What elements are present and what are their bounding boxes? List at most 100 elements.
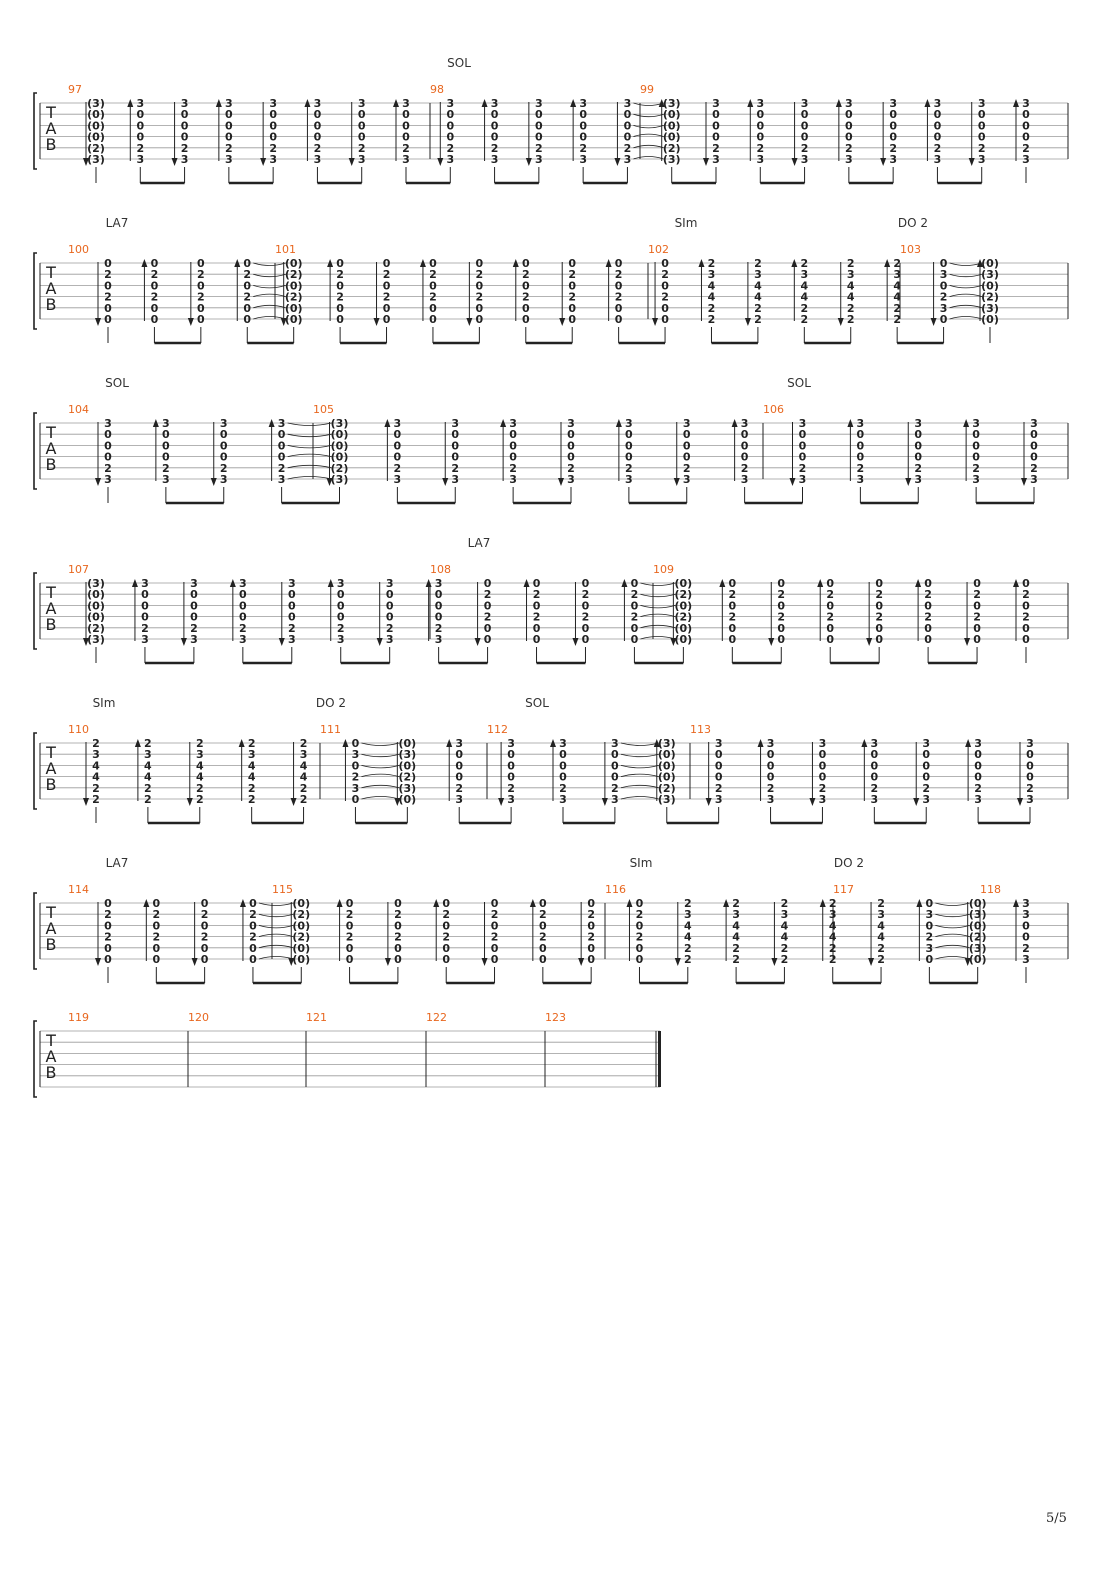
- fret-number: 2: [144, 793, 152, 806]
- fret-number: 2: [144, 782, 152, 795]
- fret-number: 0: [631, 599, 639, 612]
- fret-number: 2: [141, 622, 149, 635]
- fret-number: 0: [579, 131, 587, 144]
- fret-number: 2: [190, 622, 198, 635]
- downstroke-arrow: [210, 478, 217, 486]
- fret-number: 2: [1030, 462, 1038, 475]
- fret-number: 0: [484, 622, 492, 635]
- fret-number: 4: [196, 759, 204, 772]
- fret-number: 2: [800, 257, 808, 270]
- downstroke-arrow: [373, 318, 380, 326]
- fret-number: 2: [92, 782, 100, 795]
- measure-number: 104: [68, 403, 89, 416]
- chord-name: DO 2: [316, 696, 346, 710]
- fret-number: 0: [871, 748, 879, 761]
- fret-number: 0: [336, 257, 344, 270]
- fret-number: 2: [152, 931, 160, 944]
- tie-arc: [620, 742, 659, 746]
- tab-clef-letter: A: [46, 1047, 57, 1066]
- fret-number: 0: [924, 599, 932, 612]
- fret-number: 0: [243, 302, 251, 315]
- fret-number: (0): [675, 577, 693, 590]
- fret-number: 0: [352, 759, 360, 772]
- tie-arc: [258, 933, 294, 937]
- fret-number: (0): [675, 599, 693, 612]
- fret-number: 3: [799, 473, 807, 486]
- fret-number: 3: [491, 153, 499, 166]
- fret-number: 3: [92, 748, 100, 761]
- fret-number: 2: [615, 291, 623, 304]
- fret-number: 0: [767, 748, 775, 761]
- fret-number: 2: [661, 268, 669, 281]
- upstroke-arrow: [234, 259, 241, 267]
- fret-number: 0: [1022, 633, 1030, 646]
- fret-number: (3): [398, 748, 416, 761]
- fret-number: 0: [491, 897, 499, 910]
- fret-number: 3: [1030, 417, 1038, 430]
- page-number: 5/5: [1046, 1511, 1067, 1526]
- fret-number: 0: [197, 313, 205, 326]
- fret-number: 3: [507, 737, 515, 750]
- chord-name: SIm: [675, 216, 698, 230]
- fret-number: 0: [712, 119, 720, 132]
- fret-number: (0): [331, 428, 349, 441]
- downstroke-arrow: [180, 638, 187, 646]
- fret-number: 3: [402, 153, 410, 166]
- fret-number: 0: [181, 119, 189, 132]
- fret-number: 3: [625, 417, 633, 430]
- fret-number: 0: [346, 897, 354, 910]
- fret-number: 0: [491, 919, 499, 932]
- fret-number: (3): [87, 633, 105, 646]
- upstroke-arrow: [523, 579, 530, 587]
- fret-number: 2: [708, 313, 716, 326]
- fret-number: 4: [781, 931, 789, 944]
- fret-number: 3: [136, 97, 144, 110]
- downstroke-arrow: [1021, 478, 1027, 486]
- upstroke-arrow: [238, 739, 245, 747]
- fret-number: 2: [248, 782, 256, 795]
- fret-number: 0: [435, 588, 443, 601]
- upstroke-arrow: [615, 419, 622, 427]
- fret-number: 0: [249, 919, 257, 932]
- fret-number: 0: [539, 919, 547, 932]
- fret-number: 0: [201, 919, 209, 932]
- tab-clef-letter: T: [45, 103, 56, 122]
- fret-number: 2: [300, 737, 308, 750]
- chord-name: SOL: [787, 376, 811, 390]
- fret-number: 0: [683, 428, 691, 441]
- upstroke-arrow: [127, 99, 134, 107]
- system-bracket: [33, 572, 37, 650]
- fret-number: 3: [402, 97, 410, 110]
- fret-number: 0: [826, 633, 834, 646]
- fret-number: 3: [248, 748, 256, 761]
- fret-number: 2: [104, 268, 112, 281]
- upstroke-arrow: [861, 739, 868, 747]
- fret-number: 0: [559, 771, 567, 784]
- fret-number: 2: [875, 611, 883, 624]
- fret-number: 0: [383, 257, 391, 270]
- tie-arc: [633, 156, 664, 160]
- measure-number: 112: [487, 723, 508, 736]
- tab-clef-letter: B: [46, 455, 57, 474]
- fret-number: 2: [337, 622, 345, 635]
- tie-arc: [949, 273, 983, 278]
- fret-number: 3: [288, 633, 296, 646]
- fret-number: 3: [535, 97, 543, 110]
- fret-number: (2): [398, 771, 416, 784]
- fret-number: 0: [435, 599, 443, 612]
- fret-number: 0: [926, 953, 934, 966]
- fret-number: 0: [136, 119, 144, 132]
- fret-number: 3: [446, 97, 454, 110]
- fret-number: 3: [220, 417, 228, 430]
- fret-number: 2: [781, 953, 789, 966]
- fret-number: 2: [582, 611, 590, 624]
- upstroke-arrow: [916, 899, 923, 907]
- fret-number: 0: [741, 439, 749, 452]
- fret-number: 3: [220, 473, 228, 486]
- fret-number: 2: [568, 268, 576, 281]
- fret-number: 0: [914, 451, 922, 464]
- upstroke-arrow: [152, 419, 159, 427]
- fret-number: 3: [801, 153, 809, 166]
- fret-number: 3: [1022, 897, 1030, 910]
- fret-number: 2: [484, 588, 492, 601]
